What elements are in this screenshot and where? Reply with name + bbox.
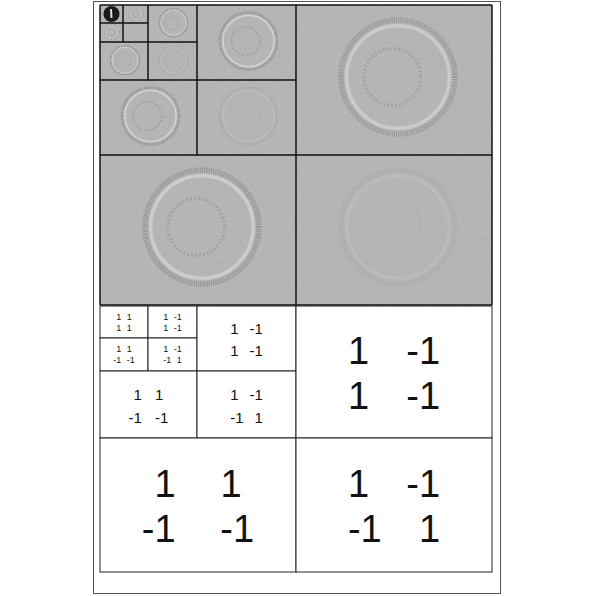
- outer-frame: [94, 2, 501, 594]
- matrix-entry: 1 -1: [148, 323, 197, 332]
- coin-figure: [165, 53, 179, 67]
- matrix-entry: 1 1: [100, 465, 296, 503]
- coin-rim-light: [105, 26, 118, 39]
- table-cell: [100, 371, 197, 438]
- coin-rim-light: [130, 7, 142, 19]
- subband-line: [100, 41, 197, 43]
- coin-figure: [133, 102, 162, 131]
- table-cell: [296, 306, 492, 438]
- matrix-entry: 1 1: [100, 386, 197, 401]
- table-cell: [100, 438, 296, 572]
- matrix-entry: 1 -1: [197, 343, 296, 358]
- coin-figure: [364, 49, 421, 106]
- coin-figure: [364, 199, 421, 256]
- coin-figure: [231, 27, 260, 56]
- coin-figure: [132, 29, 139, 36]
- matrix-entry: 1 1: [100, 323, 148, 332]
- matrix-entry: 1 1: [100, 312, 148, 321]
- coin-rim-light: [125, 90, 176, 141]
- subband-line: [100, 154, 492, 156]
- coin-rim: [129, 25, 143, 39]
- coin-rim-light: [347, 176, 450, 279]
- subband-lines: [100, 5, 492, 305]
- coin-figure: [231, 102, 260, 131]
- filter-table-cells: [100, 306, 492, 572]
- coin-rim: [105, 25, 119, 39]
- coin-rim: [341, 20, 455, 134]
- matrix-entry: -1 1: [148, 356, 197, 365]
- coin-rim-light: [130, 26, 143, 39]
- matrix-entry: 1 -1: [296, 377, 492, 415]
- coin-rim-light: [112, 47, 138, 73]
- matrix-entry: -1 -1: [100, 510, 296, 548]
- table-cell: [296, 438, 492, 572]
- coin-details: [105, 7, 455, 284]
- table-cell: [148, 306, 197, 338]
- matrix-entry: 1 -1: [197, 321, 296, 336]
- matrix-entry: -1 1: [197, 409, 296, 424]
- coin-rim: [145, 170, 259, 284]
- table-cell: [197, 306, 296, 371]
- image-grain: [100, 5, 492, 305]
- table-cell: [197, 371, 296, 438]
- matrix-entry: -1 1: [296, 510, 492, 548]
- approximation-coin: [104, 6, 120, 22]
- matrix-entry: -1 -1: [100, 409, 197, 424]
- approximation-coin-mark: [110, 9, 113, 18]
- coin-figure: [165, 16, 179, 30]
- coin-rim-light: [223, 15, 274, 66]
- coin-rim: [122, 88, 179, 145]
- matrix-entry: 1 -1: [148, 312, 197, 321]
- table-cell: [100, 338, 148, 371]
- coin-rim-light: [347, 26, 450, 129]
- coin-figure: [108, 29, 115, 36]
- coin-rim: [129, 7, 143, 21]
- coin-rim: [159, 46, 188, 75]
- coin-rim: [341, 170, 455, 284]
- coin-figure: [168, 199, 225, 256]
- image-ground: [100, 5, 492, 305]
- coin-rim-light: [161, 10, 186, 35]
- matrix-entry: 1 -1: [148, 345, 197, 354]
- coin-rim: [159, 9, 187, 37]
- coin-rim: [220, 88, 277, 145]
- coin-rim: [111, 46, 140, 75]
- coin-figure: [116, 53, 130, 67]
- table-cell: [100, 306, 148, 338]
- matrix-entry: 1 -1: [296, 465, 492, 503]
- coin-rim: [220, 13, 277, 70]
- coin-rim-light: [160, 47, 186, 73]
- coin-figure: [132, 10, 139, 17]
- coin-rim-light: [223, 90, 274, 141]
- matrix-entry: -1 -1: [100, 356, 148, 365]
- matrix-entry: 1 -1: [197, 386, 296, 401]
- matrix-entry: 1 -1: [296, 332, 492, 370]
- matrix-entry: 1 1: [100, 345, 148, 354]
- subband-line: [100, 22, 148, 24]
- subband-line: [100, 79, 296, 81]
- table-cell: [148, 338, 197, 371]
- coin-rim-light: [151, 176, 254, 279]
